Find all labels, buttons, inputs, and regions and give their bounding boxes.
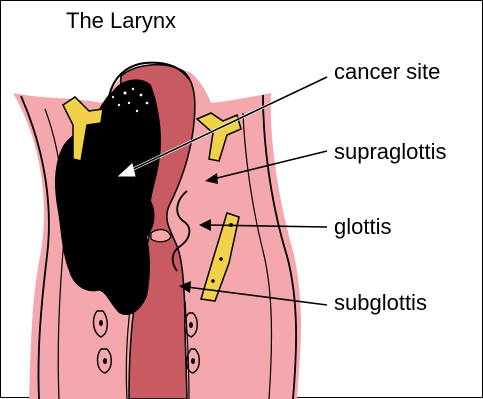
left-vocal-fold: [151, 230, 171, 242]
label-supraglottis: supraglottis: [334, 141, 447, 163]
label-subglottis: subglottis: [334, 292, 427, 314]
diagram-title: The Larynx: [66, 10, 176, 32]
label-glottis: glottis: [334, 216, 391, 238]
label-cancer-site: cancer site: [334, 61, 440, 83]
